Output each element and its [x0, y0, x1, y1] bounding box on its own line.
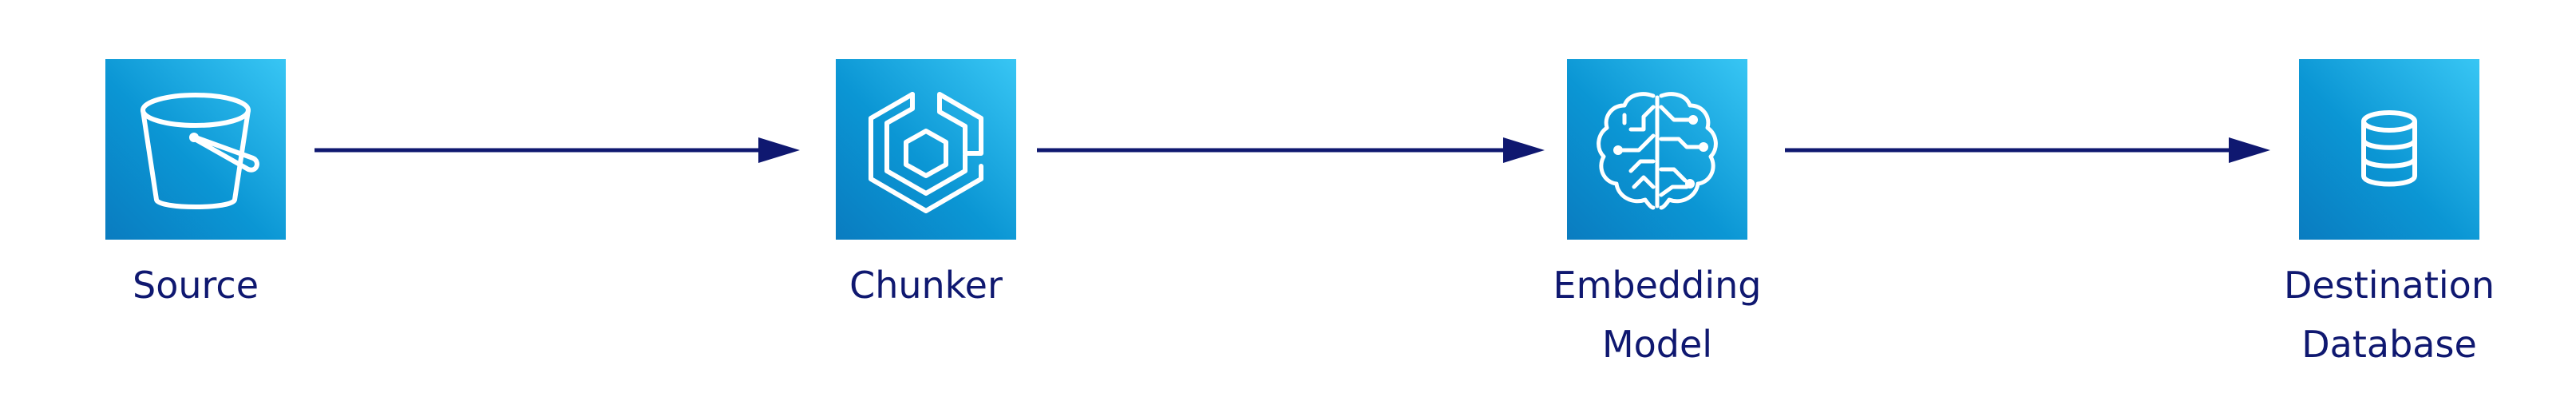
destination-database-node: Destination Database [2284, 59, 2495, 366]
bucket-icon [140, 93, 259, 209]
chunker-label: Chunker [849, 264, 1003, 307]
destination-database-label: Destination Database [2284, 264, 2495, 366]
embedding-model-tile [1567, 59, 1747, 240]
arrow-embedding-model-to-destination-database [1785, 137, 2270, 163]
embedding-model-node: Embedding Model [1553, 59, 1761, 366]
source-tile [105, 59, 286, 240]
source-label: Source [133, 264, 259, 307]
source-node: Source [105, 59, 286, 307]
chunker-tile [836, 59, 1016, 240]
arrow-source-to-chunker [315, 137, 800, 163]
arrow-chunker-to-embedding-model [1037, 137, 1545, 163]
brain-circuit-icon [1597, 92, 1718, 210]
embedding-model-label: Embedding Model [1553, 264, 1762, 366]
destination-database-tile [2299, 59, 2479, 240]
database-icon [2361, 110, 2417, 187]
chunker-node: Chunker [836, 59, 1016, 307]
container-hexagon-icon [869, 92, 983, 213]
